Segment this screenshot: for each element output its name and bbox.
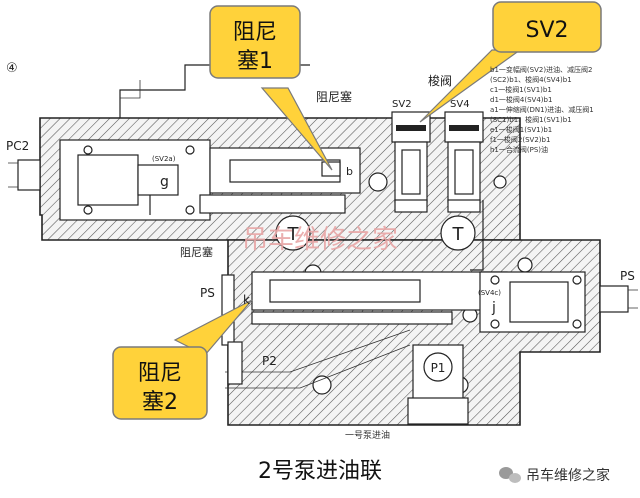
legend-line: (SC2)b1、梭阀4(SV4)b1 xyxy=(490,75,572,84)
callout-damper2-line2: 塞2 xyxy=(142,390,178,415)
hole-1 xyxy=(368,172,388,192)
label-bottom-small: 一号泵进油 xyxy=(345,429,390,441)
label-ps-left: PS xyxy=(200,286,215,300)
callout-damper1-line1: 阻尼 xyxy=(233,20,277,45)
label-damper-plug-top: 阻尼塞 xyxy=(316,89,352,104)
watermark-text: 吊车维修之家 xyxy=(242,225,398,255)
legend-line: f1一梭阀2(SV2)b1 xyxy=(490,135,550,144)
circle-number: ④ xyxy=(6,61,18,76)
label-g: g xyxy=(160,174,169,190)
tank-port-left xyxy=(275,215,311,251)
legend-line: e1一梭阀1(SV1)b1 xyxy=(490,125,552,134)
spool-upper xyxy=(199,147,361,214)
hole-2 xyxy=(493,175,507,189)
port-p1 xyxy=(407,344,469,425)
callout-damper1-pointer xyxy=(260,87,333,171)
legend-line: h1一合流阀(PS)油 xyxy=(490,145,548,154)
spool-lower xyxy=(225,271,508,389)
legend-line: c1一梭阀1(SV1)b1 xyxy=(490,85,552,94)
legend-notes: b1一变幅阀(SV2)进油、减压阀2(SC2)b1、梭阀4(SV4)b1c1一梭… xyxy=(490,65,594,154)
callout-damper1-line2: 塞1 xyxy=(237,49,273,74)
callout-sv2-box xyxy=(492,1,602,53)
label-damper-plug-mid: 阻尼塞 xyxy=(180,245,213,259)
hole-5 xyxy=(517,257,533,273)
port-p2-plug xyxy=(227,341,243,385)
label-ps-right: PS xyxy=(620,269,635,283)
cavity-g xyxy=(59,139,211,221)
cavity-j xyxy=(479,271,586,333)
flow-arrow-2 xyxy=(470,200,484,271)
port-ps-right xyxy=(599,285,638,313)
legend-line: a1一伸缩阀(DN1)进油、减压阀1 xyxy=(490,105,594,114)
label-sv2a: (SV2a) xyxy=(152,155,176,163)
wechat-icon xyxy=(499,467,521,483)
shuttle-valve-sv4 xyxy=(444,111,484,213)
callout-damper2-line1: 阻尼 xyxy=(138,361,182,386)
label-j: j xyxy=(491,300,496,316)
label-p2: P2 xyxy=(262,354,277,368)
legend-line: (SC1)b1、梭阀1(SV1)b1 xyxy=(490,115,572,124)
callout-damper2-box xyxy=(112,346,208,420)
brand-text: 吊车维修之家 xyxy=(526,467,610,484)
port-pc2 xyxy=(8,159,41,191)
shuttle-valve-sv2 xyxy=(391,111,431,213)
legend-line: b1一变幅阀(SV2)进油、减压阀2 xyxy=(490,65,593,74)
legend-line: d1一梭阀4(SV4)b1 xyxy=(490,95,552,104)
label-k: k xyxy=(243,293,250,307)
label-pc2: PC2 xyxy=(6,139,29,153)
label-shuttle-valve: 梭阀 xyxy=(428,73,452,88)
caption: 2号泵进油联 xyxy=(258,459,382,484)
hole-6 xyxy=(312,375,332,395)
label-p1: P1 xyxy=(431,361,446,375)
callout-damper1-box xyxy=(209,5,301,79)
label-t-right: T xyxy=(452,224,465,245)
label-sv2: SV2 xyxy=(392,99,412,110)
label-b: b xyxy=(346,165,353,178)
tank-port-right xyxy=(440,215,476,251)
label-sv4c: (SV4c) xyxy=(478,289,501,297)
brand: 吊车维修之家 xyxy=(499,467,610,484)
label-sv4: SV4 xyxy=(450,99,470,110)
label-t-left: T xyxy=(287,224,300,245)
callout-sv2-text: SV2 xyxy=(525,18,568,43)
